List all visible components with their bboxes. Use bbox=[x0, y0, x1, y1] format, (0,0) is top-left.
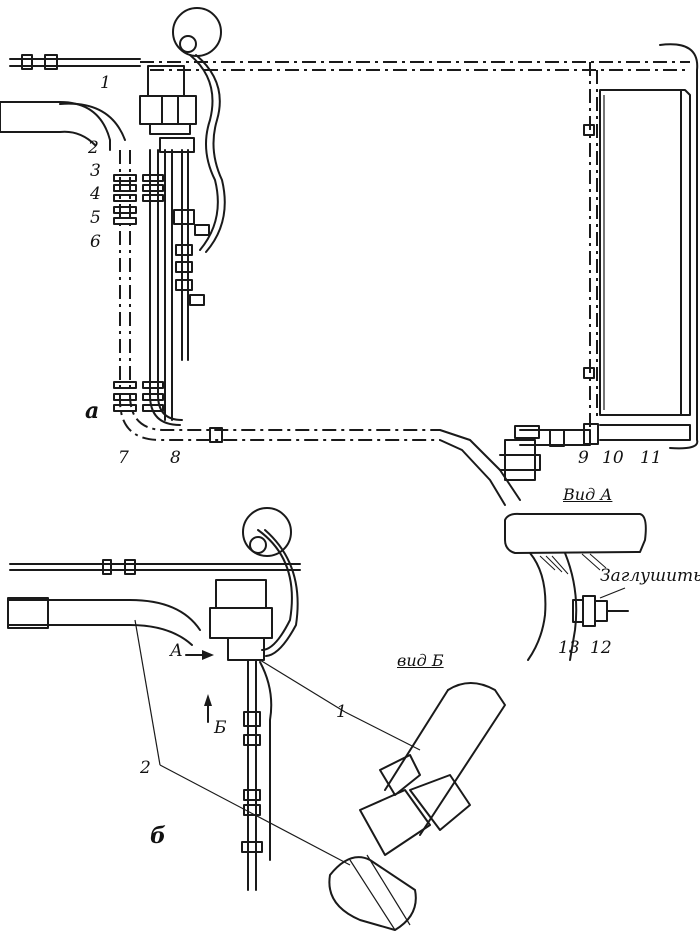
view-b-drawing bbox=[7, 507, 421, 891]
callout-5: 5 bbox=[90, 208, 101, 228]
callout-10: 10 bbox=[602, 448, 624, 468]
plug-note: Заглушить bbox=[600, 566, 700, 586]
figure-label-b: б bbox=[150, 823, 166, 849]
arrow-b-label: Б bbox=[214, 718, 227, 738]
callout-1-view-b: 1 bbox=[336, 702, 347, 722]
view-b-detail bbox=[328, 682, 506, 931]
callout-4: 4 bbox=[90, 184, 101, 204]
view-a-title: Вид А bbox=[563, 485, 613, 504]
callout-2: 2 bbox=[88, 138, 99, 158]
figure-label-a: а bbox=[85, 398, 100, 424]
callout-8: 8 bbox=[170, 448, 181, 468]
callout-12: 12 bbox=[590, 638, 612, 658]
view-a-detail bbox=[504, 512, 647, 661]
callout-6: 6 bbox=[90, 232, 101, 252]
callout-9: 9 bbox=[578, 448, 589, 468]
callout-1: 1 bbox=[100, 73, 111, 93]
arrow-a-label: А bbox=[170, 641, 183, 661]
view-a-drawing bbox=[0, 7, 699, 506]
callout-3: 3 bbox=[90, 161, 101, 181]
callout-2-view-b: 2 bbox=[140, 758, 151, 778]
view-b-title: вид Б bbox=[397, 651, 444, 670]
gauge-circle-top bbox=[172, 7, 222, 57]
callout-7: 7 bbox=[118, 448, 129, 468]
callout-11: 11 bbox=[640, 448, 662, 468]
callout-13: 13 bbox=[558, 638, 580, 658]
